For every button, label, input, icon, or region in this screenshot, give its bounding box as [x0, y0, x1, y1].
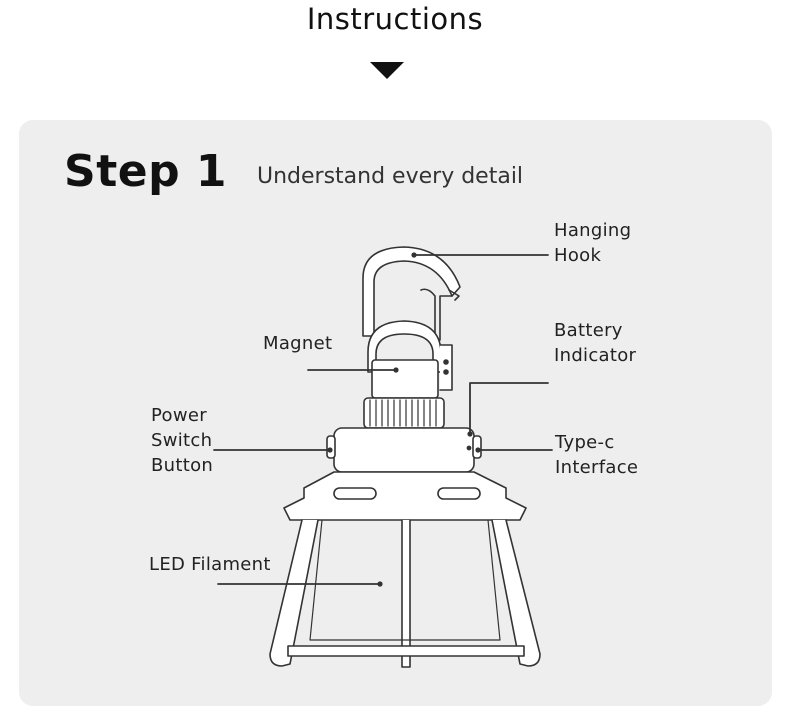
knurled-neck-illustration [363, 397, 445, 429]
step-subtitle: Understand every detail [257, 164, 524, 189]
hanging-hook-dot [411, 252, 417, 258]
magnet-dot [393, 367, 399, 373]
power-switch-dot [327, 447, 333, 453]
lamp-cage-illustration [269, 519, 541, 668]
battery-indicator-dot [467, 431, 473, 437]
label-led-filament: LED Filament [149, 554, 271, 575]
label-power-switch: Power Switch Button [151, 405, 214, 476]
led-filament-dot [377, 581, 383, 587]
label-type-c: Type-c Interface [555, 432, 639, 478]
down-arrow-icon [370, 62, 404, 79]
hanging-hook-illustration [362, 246, 461, 341]
lamp-body-illustration [283, 427, 527, 521]
step-title: Step 1 [64, 146, 227, 197]
label-magnet: Magnet [263, 333, 333, 354]
label-battery-indicator: Battery Indicator [554, 320, 637, 366]
type-c-dot [475, 447, 481, 453]
battery-indicator-leader [469, 382, 549, 435]
leader-lines [213, 252, 553, 587]
page-title: Instructions [306, 2, 484, 36]
label-hanging-hook: Hanging Hook [554, 220, 632, 266]
